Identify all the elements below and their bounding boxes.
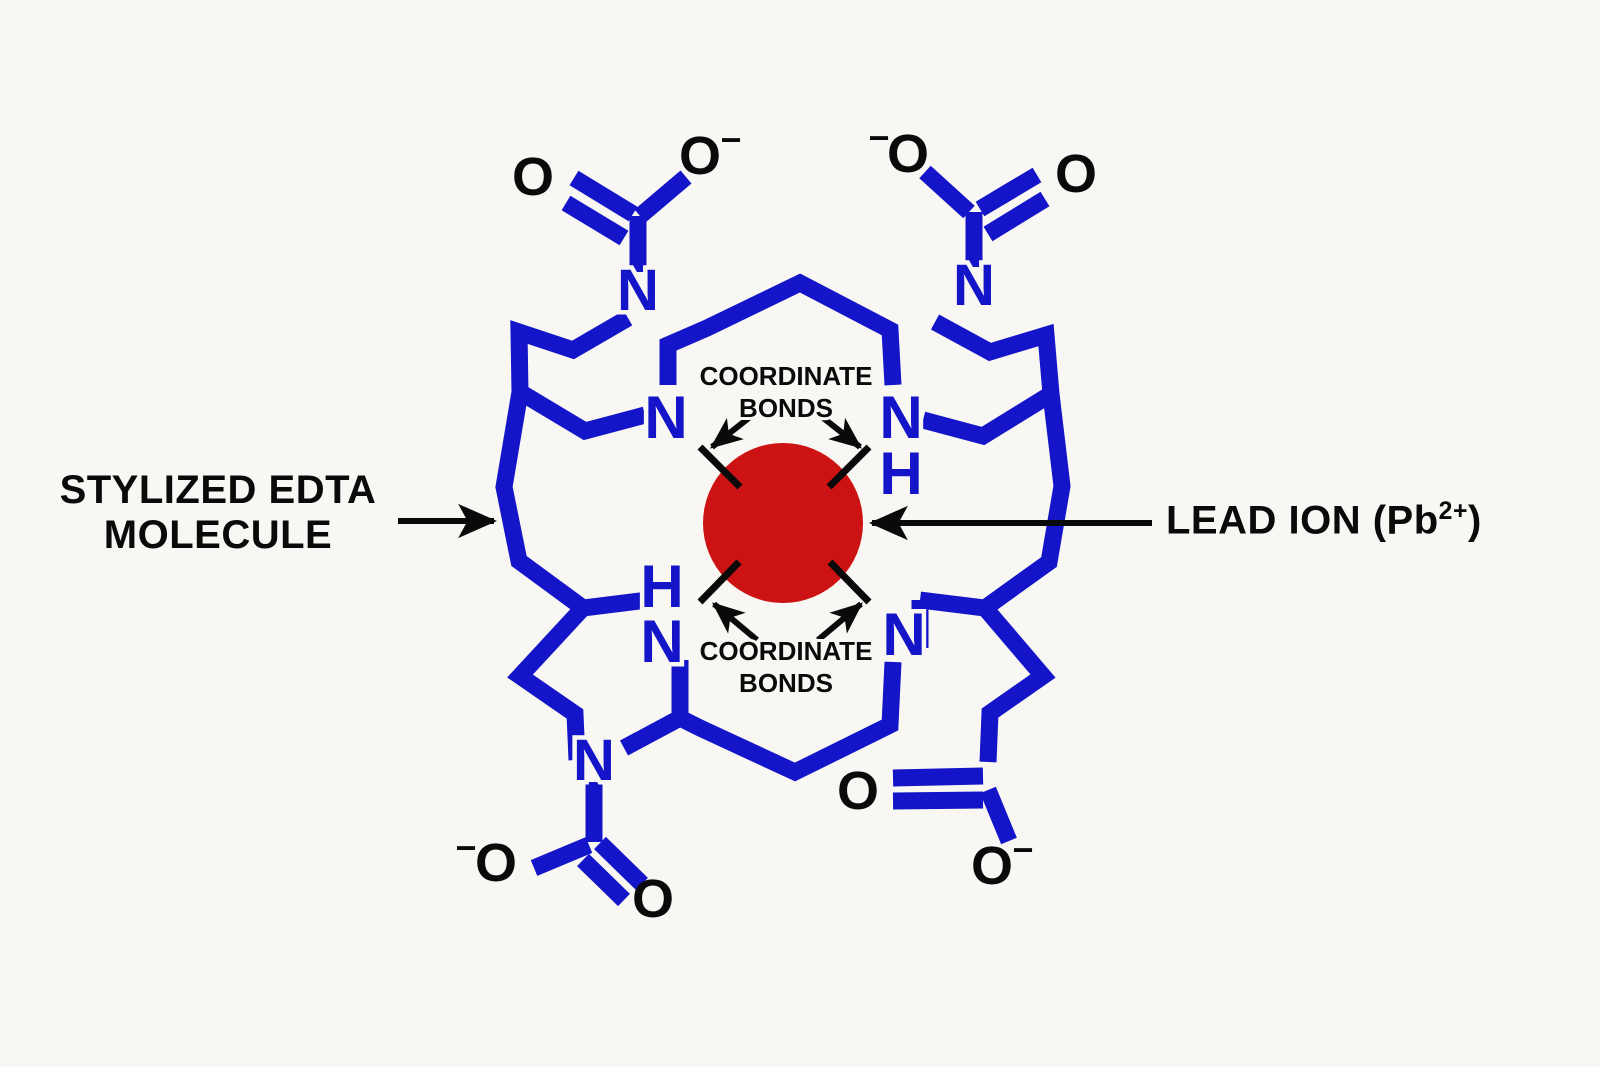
bond-arm-top-left [510,310,648,441]
double-bond-line-b [561,195,629,246]
lead-ion-label-prefix: LEAD ION (Pb [1166,498,1439,543]
bond-arm-left-outer [495,390,650,617]
lead-ion-label: LEAD ION (Pb2+) [1166,498,1482,543]
lead-ion-sphere [703,443,863,603]
coordinate-bonds-top-line1: COORDINATE [700,361,873,391]
coordinate-bonds-top-line2: BONDS [739,393,833,423]
edta-label-line2: MOLECULE [103,512,333,557]
coordinate-bonds-bottom-line1: COORDINATE [700,636,873,666]
oxygen-atom-label: O [632,869,674,929]
coordinate-bond-line-top-left [697,444,743,490]
hydrogen-inner-bottom-left-label: H [640,553,683,620]
anionic-oxygen-atom-label: O [971,836,1013,896]
single-bond-to-anionic-oxygen [919,165,975,219]
coordinate-bonds-label-top: COORDINATE BONDS [697,358,876,426]
nitrogen-outer-top-right-label: N [953,253,995,318]
coordinate-bond-callout-arrows [709,410,863,643]
coordinate-bond-lines [697,444,872,605]
anionic-oxygen-atom-label: O [887,124,929,184]
callout-arrow-top-right [815,410,863,450]
coordinate-bonds-bottom-line2: BONDS [739,668,833,698]
double-bond-line-b [892,791,984,810]
double-bond-line-b [983,191,1050,242]
anionic-oxygen-atom-label: O [475,833,517,893]
anionic-charge-label: − [1012,829,1033,870]
double-bond-line-a [569,170,638,222]
oxygen-atom-label: O [512,147,554,207]
double-bond-line-a [975,167,1042,217]
coordinate-bond-line-bottom-left [697,559,742,605]
anionic-charge-label: − [720,119,741,160]
lead-ion-charge: 2+ [1438,498,1468,525]
carboxylate-top-right [919,165,1050,242]
bond-arm-right-outer [918,392,1071,617]
nitrogen-outer-top-left-label: N [617,258,659,323]
double-bond-line-a [594,836,648,891]
carboxylate-bottom-left [530,836,648,907]
stylized-edta-molecule-label: STYLIZED EDTA MOLECULE [38,468,398,558]
bond-top-ethylene-bridge [659,273,902,386]
double-bond-line-b [577,853,630,907]
oxygen-atom-label: O [837,761,879,821]
coordinate-bonds-label-bottom: COORDINATE BONDS [697,633,876,701]
callout-arrow-bottom-right [816,601,863,643]
double-bond-line-a [892,767,984,787]
carboxylate-top-left [561,170,692,246]
nitrogen-inner-bottom-right-label: N [882,601,925,668]
anionic-charge-label: − [455,827,476,868]
coordinate-bond-line-top-right [826,444,872,490]
single-bond-to-anionic-oxygen [634,170,692,223]
nitrogen-inner-top-right-label: N [879,384,922,451]
nitrogen-inner-top-left-label: N [644,384,687,451]
edta-molecule-skeleton [495,212,1071,842]
single-bond-to-anionic-oxygen [980,786,1017,845]
bond-arm-bottom-left [507,602,590,761]
nitrogen-outer-bottom-left-label: N [573,728,615,793]
nitrogen-inner-bottom-left-label: N [640,608,683,675]
anionic-charge-label: − [868,117,889,158]
callout-arrow-bottom-left [712,601,759,643]
hydrogen-inner-top-right-label: H [879,440,922,507]
bond-arm-bottom-right [978,602,1056,763]
edta-label-line1: STYLIZED EDTA [59,468,377,512]
bond-inner-nh-to-outer-n-bottom-left [619,662,689,756]
nitrogen-atom-labels: N N N N N H H N N [569,249,1000,798]
bond-arm-top-right [920,314,1060,446]
coordinate-bond-line-bottom-right [827,559,872,605]
oxygen-atom-label: O [1055,144,1097,204]
lead-ion-label-suffix: ) [1467,498,1482,543]
anionic-oxygen-atom-label: O [679,126,721,186]
callout-arrow-top-left [709,410,757,450]
single-bond-to-anionic-oxygen [530,837,593,876]
carboxylate-bottom-right [892,767,1017,845]
